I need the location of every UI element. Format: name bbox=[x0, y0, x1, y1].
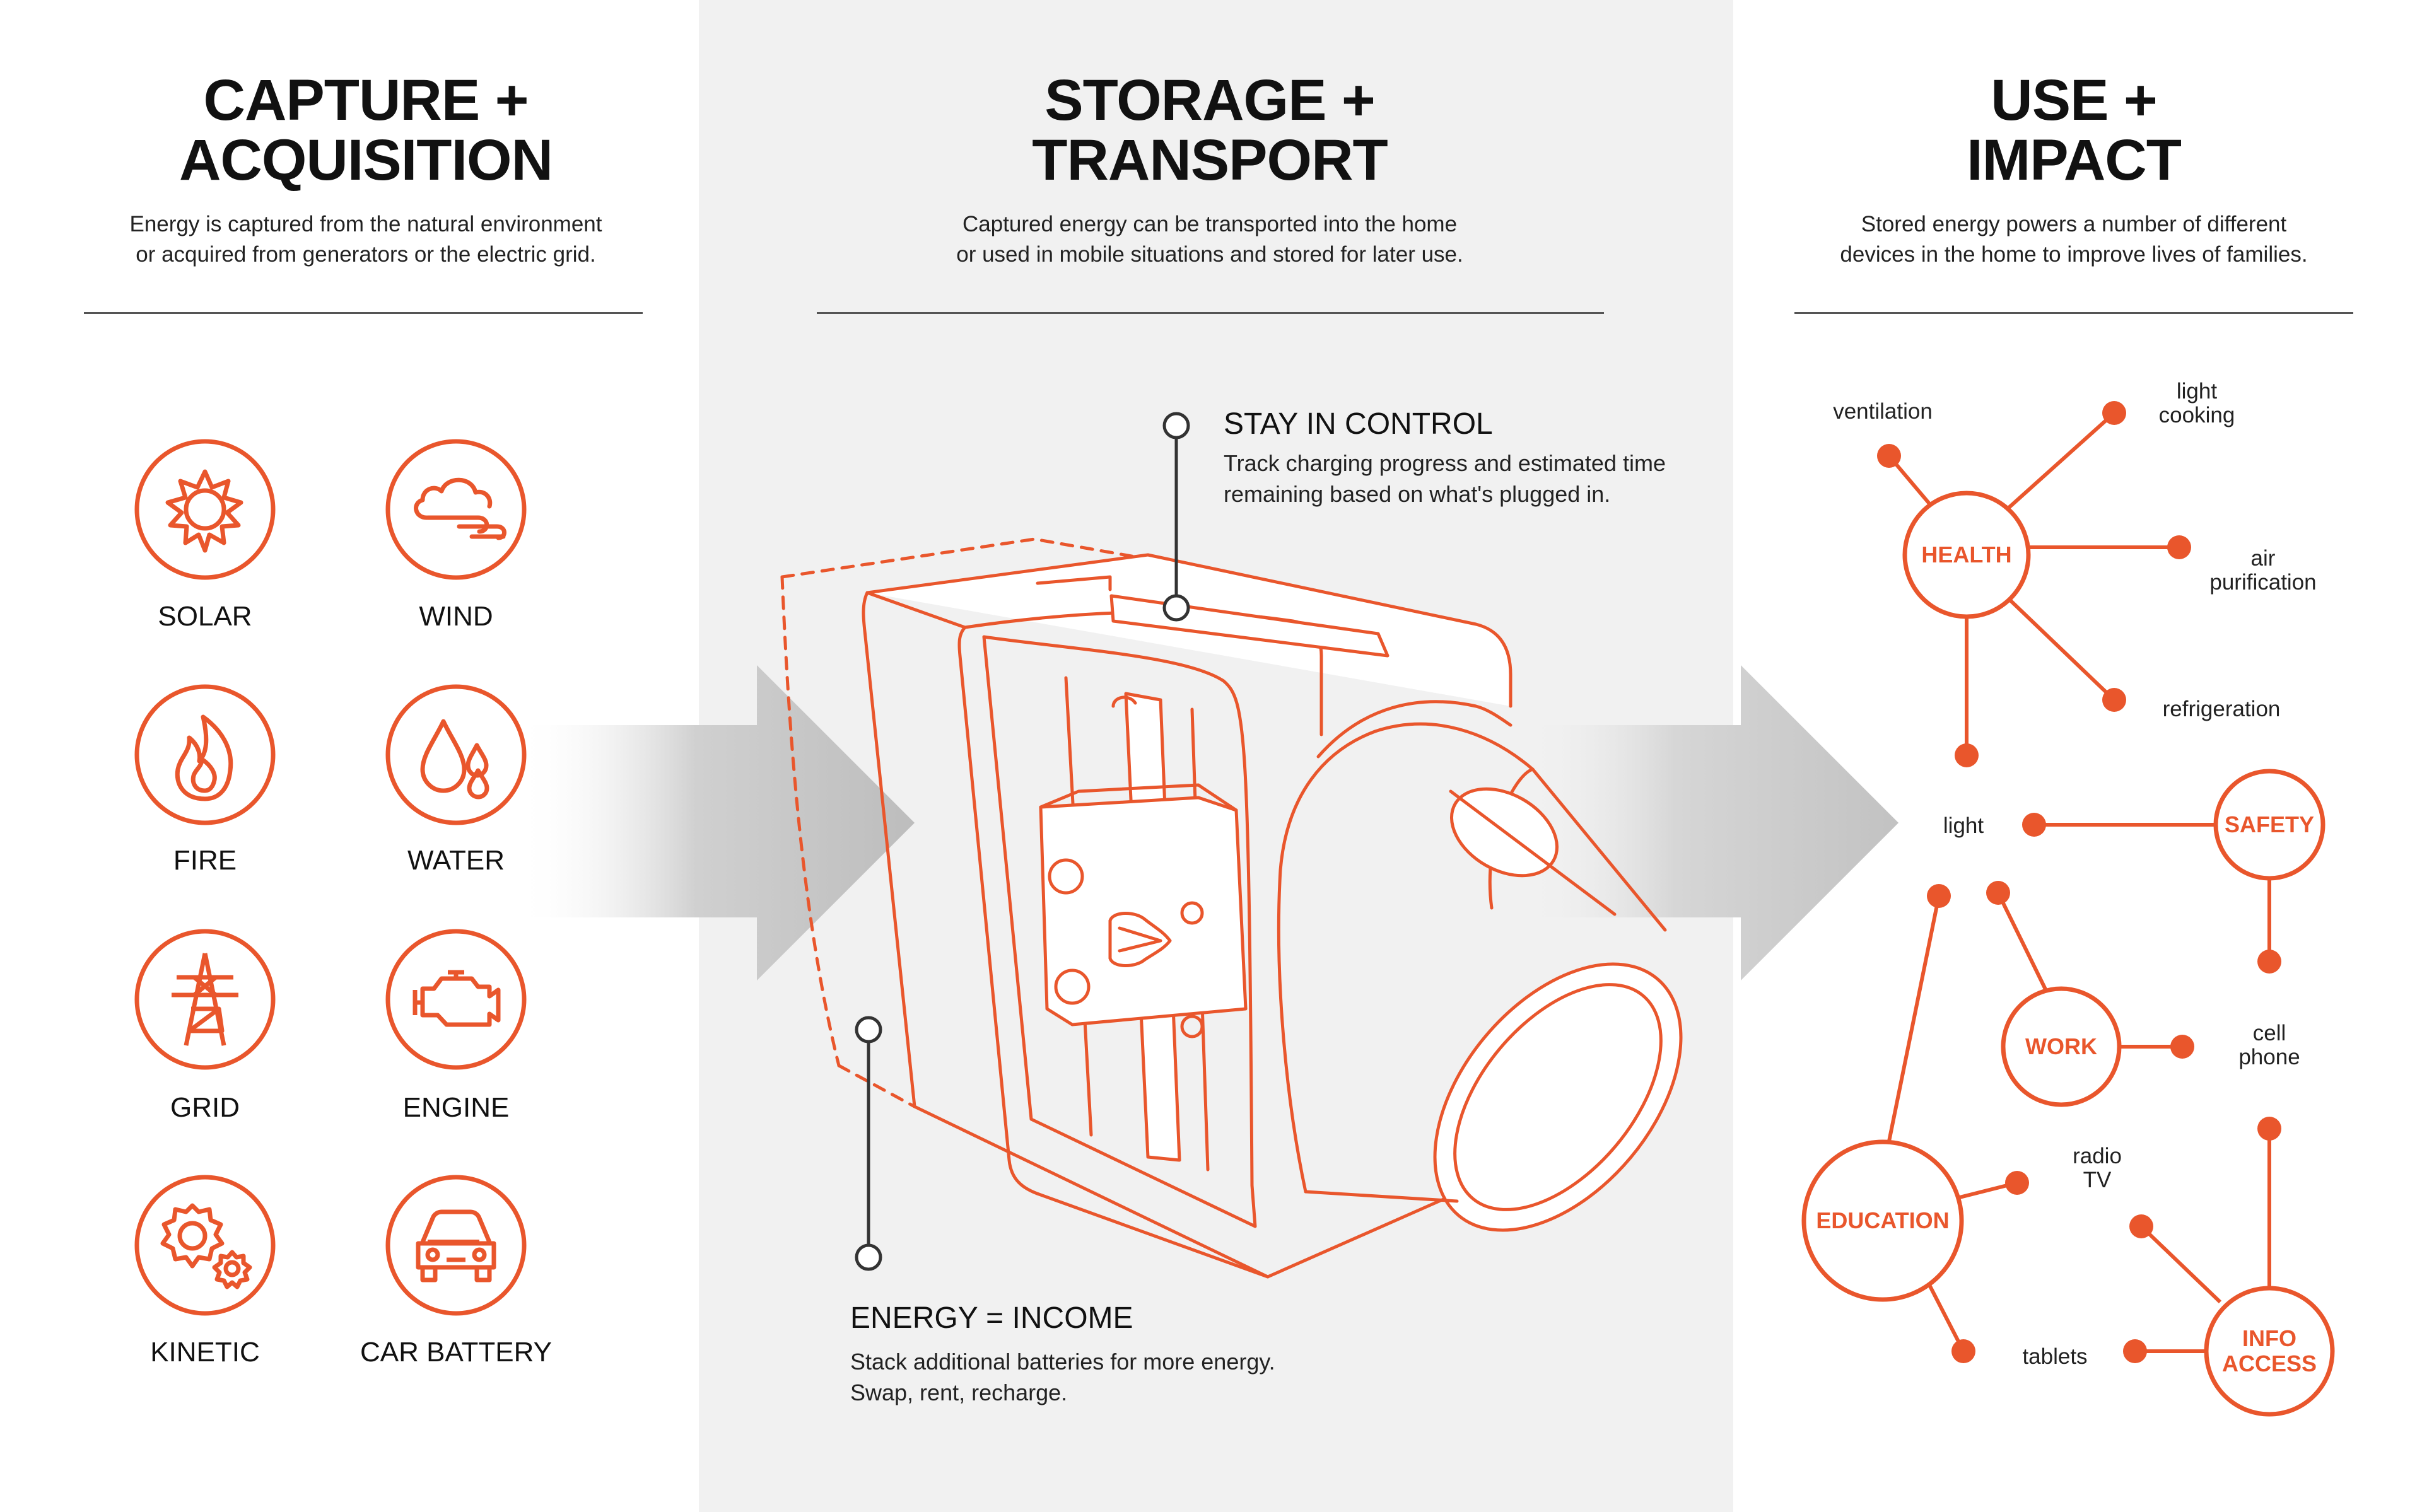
car-icon bbox=[383, 1173, 529, 1318]
leaf-light: light bbox=[1943, 813, 1984, 838]
power-tower-icon bbox=[132, 927, 278, 1072]
sun-icon bbox=[132, 437, 278, 582]
source-label-water: WATER bbox=[407, 845, 505, 876]
capture-description: Energy is captured from the natural envi… bbox=[129, 212, 602, 267]
hub-safety: SAFETY bbox=[2224, 811, 2315, 837]
arrow-capture-to-storage bbox=[517, 665, 915, 980]
callout-control-pointer bbox=[1162, 412, 1190, 622]
capture-divider bbox=[84, 312, 643, 314]
impact-network-edges bbox=[1887, 411, 2271, 1353]
impact-network-hubs bbox=[1801, 491, 2335, 1417]
callout-control-body: Track charging progress and estimated ti… bbox=[1224, 450, 1666, 507]
storage-divider bbox=[817, 312, 1604, 314]
leaf-ventilation: ventilation bbox=[1833, 399, 1933, 424]
callout-income-title: ENERGY = INCOME bbox=[850, 1301, 1133, 1335]
callout-income-pointer bbox=[855, 1016, 882, 1271]
source-label-fire: FIRE bbox=[173, 845, 237, 876]
gears-icon bbox=[132, 1173, 278, 1318]
use-divider bbox=[1794, 312, 2353, 314]
use-heading: USE +IMPACT bbox=[1967, 68, 2182, 192]
use-description: Stored energy powers a number of differe… bbox=[1840, 212, 2308, 267]
flame-icon bbox=[132, 682, 278, 827]
battery-unit-illustration bbox=[780, 537, 1683, 1279]
hub-education: EDUCATION bbox=[1816, 1207, 1950, 1233]
source-label-engine: ENGINE bbox=[402, 1092, 510, 1123]
source-label-solar: SOLAR bbox=[158, 601, 252, 632]
storage-heading: STORAGE +TRANSPORT bbox=[1032, 68, 1388, 192]
source-label-kinetic: KINETIC bbox=[150, 1337, 260, 1368]
storage-description: Captured energy can be transported into … bbox=[956, 212, 1463, 267]
source-label-wind: WIND bbox=[419, 601, 493, 632]
capture-heading: CAPTURE +ACQUISITION bbox=[178, 68, 553, 192]
source-label-grid: GRID bbox=[170, 1092, 240, 1123]
hub-work: WORK bbox=[2025, 1033, 2097, 1059]
impact-network-dots bbox=[1877, 401, 2281, 1363]
wind-cloud-icon bbox=[383, 437, 529, 582]
hub-health: HEALTH bbox=[1921, 542, 2012, 567]
leaf-refrigeration: refrigeration bbox=[2162, 697, 2281, 721]
arrow-storage-to-use bbox=[1526, 665, 1898, 980]
leaf-tablets: tablets bbox=[2022, 1344, 2088, 1369]
engine-icon bbox=[383, 927, 529, 1072]
water-drops-icon bbox=[383, 682, 529, 827]
callout-control-title: STAY IN CONTROL bbox=[1224, 407, 1493, 441]
source-label-car-battery: CAR BATTERY bbox=[360, 1337, 552, 1368]
callout-income-body: Stack additional batteries for more ener… bbox=[850, 1349, 1275, 1405]
